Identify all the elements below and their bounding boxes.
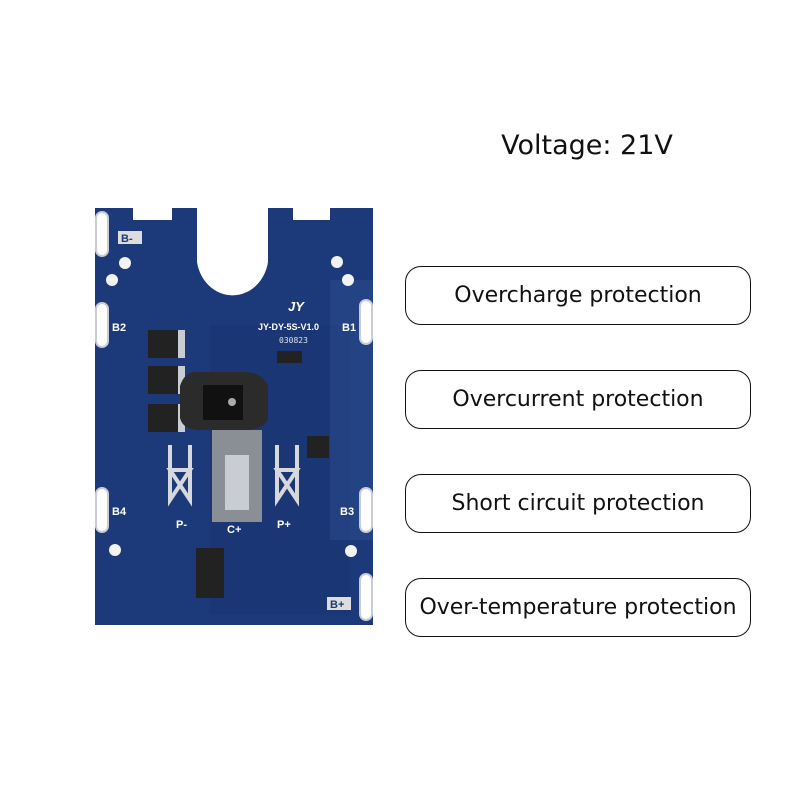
pcb-model: JY-DY-5S-V1.0 <box>258 322 319 332</box>
pad-label-b1: B1 <box>342 322 356 334</box>
pad-label-c-plus: C+ <box>227 524 241 536</box>
voltage-heading: Voltage: 21V <box>501 130 673 161</box>
pad-label-b-minus: B- <box>121 233 133 245</box>
pad-label-b2: B2 <box>112 322 126 334</box>
feature-over-temperature: Over-temperature protection <box>405 578 751 637</box>
pad-label-b3: B3 <box>340 506 354 518</box>
feature-overcurrent: Overcurrent protection <box>405 370 751 429</box>
pcb-code: 030823 <box>279 336 308 345</box>
pcb-logo: JY <box>288 299 305 314</box>
pcb-silkscreen: B- B+ B2 B1 B4 B3 P- C+ P+ JY JY-DY-5S-V… <box>112 231 356 611</box>
pad-label-b4: B4 <box>112 506 127 518</box>
feature-overcharge: Overcharge protection <box>405 266 751 325</box>
pad-label-b-plus: B+ <box>330 599 344 611</box>
feature-short-circuit: Short circuit protection <box>405 474 751 533</box>
pad-label-p-plus: P+ <box>277 519 291 531</box>
pad-label-p-minus: P- <box>176 519 187 531</box>
